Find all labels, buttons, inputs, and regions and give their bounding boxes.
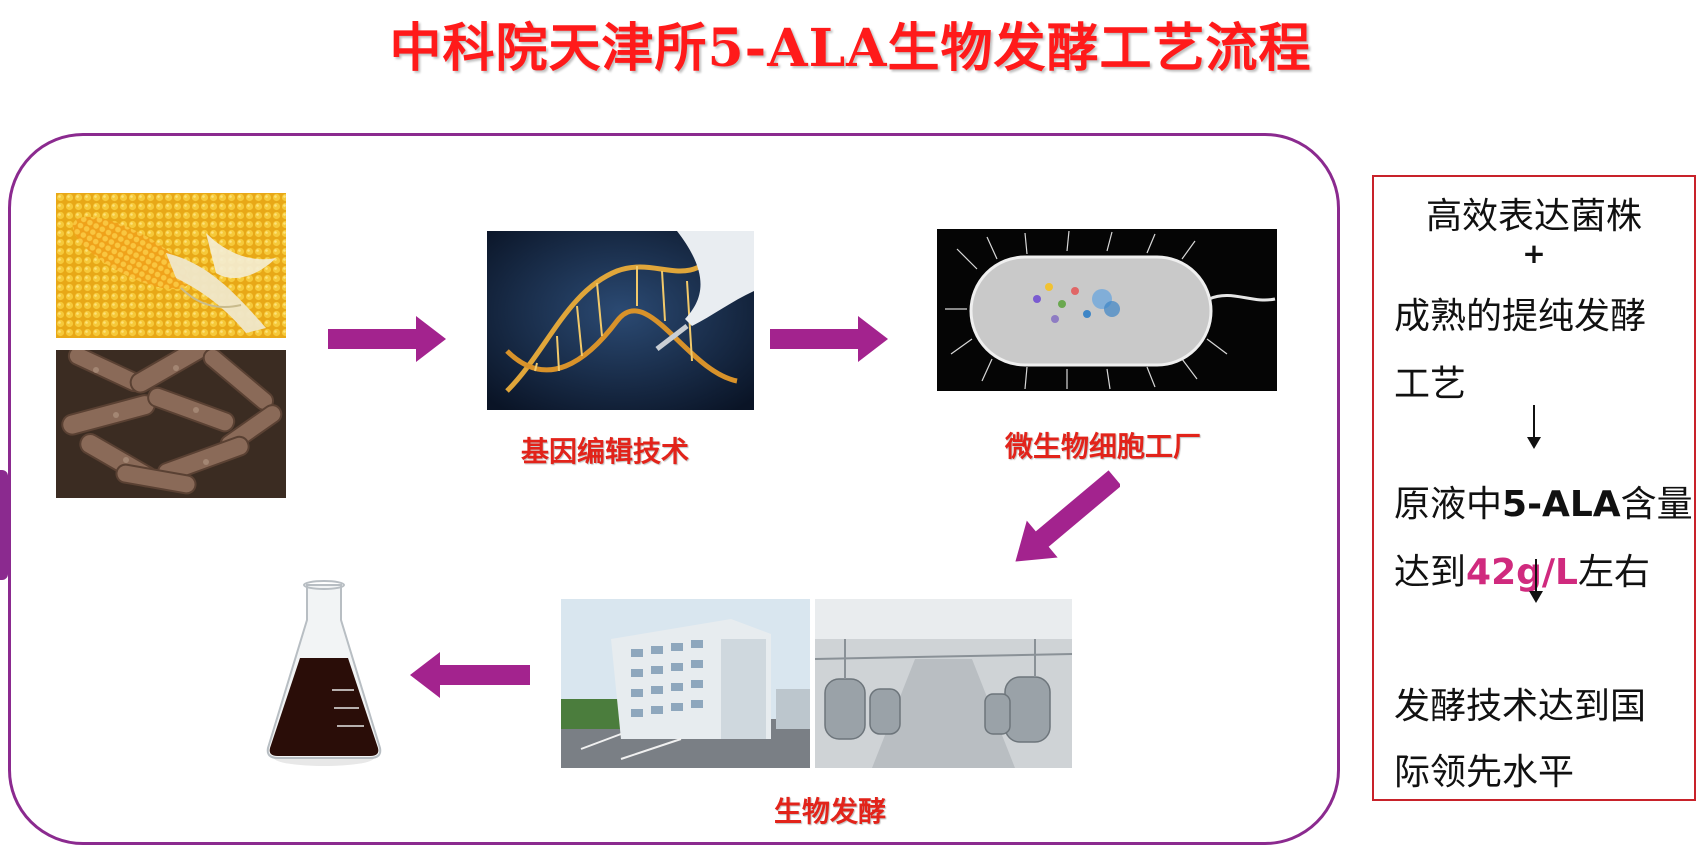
ala-label: 5-ALA [1502, 484, 1621, 525]
building-image [561, 599, 810, 768]
fermentation-label: 生物发酵 [774, 795, 887, 828]
cassava-image [56, 350, 286, 498]
plus-sign: + [1522, 237, 1546, 270]
summary-line-level-cont: 际领先水平 [1394, 752, 1575, 793]
summary-line-level: 发酵技术达到国 [1394, 686, 1647, 727]
right-arrow-icon [770, 316, 888, 362]
content-suffix: 含量 [1620, 484, 1693, 525]
yield-suffix: 左右 [1577, 552, 1650, 593]
cell-factory-label: 微生物细胞工厂 [1005, 430, 1202, 463]
right-arrow-icon [1015, 470, 1120, 562]
right-arrow-icon [328, 316, 446, 362]
page-title: 中科院天津所5-ALA生物发酵工艺流程 [389, 18, 1312, 79]
summary-line-content: 原液中5-ALA含量 [1394, 475, 1693, 527]
down-arrow-icon [1527, 405, 1541, 449]
gene-editing-label: 基因编辑技术 [521, 435, 690, 468]
summary-line-yield: 达到42g/L左右 [1394, 543, 1650, 595]
down-arrow-icon [1529, 559, 1543, 603]
process-frame [8, 133, 1340, 845]
summary-panel: 高效表达菌株 + 成熟的提纯发酵 工艺 原液中5-ALA含量 达到42g/L左右… [1372, 175, 1696, 801]
dna-image [487, 231, 754, 410]
bacterium-image [937, 229, 1277, 391]
summary-line-process-cont: 工艺 [1394, 364, 1467, 405]
left-arrow-icon [410, 652, 530, 698]
summary-line-process: 成熟的提纯发酵 [1394, 296, 1647, 337]
yield-prefix: 达到 [1394, 552, 1467, 593]
content-prefix: 原液中 [1394, 484, 1503, 525]
yield-value: 42g/L [1466, 552, 1578, 593]
summary-line-strain: 高效表达菌株 [1425, 196, 1642, 237]
corn-image [56, 193, 286, 338]
flask-image [262, 580, 386, 768]
factory-interior-image [815, 599, 1072, 768]
frame-left-tab [0, 470, 8, 580]
